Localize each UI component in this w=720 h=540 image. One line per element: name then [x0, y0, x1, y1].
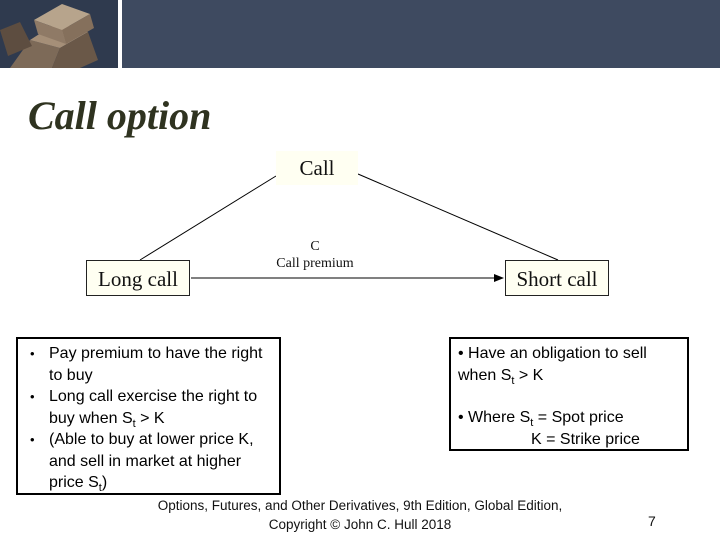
long-call-bullet-3-suffix: ): [101, 474, 108, 491]
short-call-bullet-2-line-2: K = Strike price: [531, 430, 640, 448]
long-call-bullet-3-text: (Able to buy at lower price K, and sell …: [49, 431, 254, 491]
premium-text: Call premium: [276, 256, 354, 271]
long-call-bullets: Pay premium to have the right to buy Lon…: [26, 343, 275, 494]
logo-image: [0, 0, 118, 68]
long-call-bullet-2-text: Long call exercise the right to buy when…: [49, 388, 258, 427]
call-node: Call: [276, 151, 358, 185]
long-call-bullet-1-text: Pay premium to have the right to buy: [49, 345, 263, 384]
footer-line-2: Copyright © John C. Hull 2018: [268, 517, 452, 532]
subscript-t: t: [132, 417, 136, 430]
long-call-node: Long call: [86, 260, 190, 296]
short-call-bullet-1-line-1: • Have an obligation to sell: [458, 345, 647, 362]
premium-symbol: C: [310, 239, 320, 254]
long-call-bullet-1: Pay premium to have the right to buy: [26, 343, 275, 386]
short-call-bullet-1-text: when S: [458, 366, 512, 384]
long-call-bullet-2: Long call exercise the right to buy when…: [26, 386, 275, 429]
short-call-bullet-2-suffix: = Spot price: [533, 409, 624, 426]
short-call-box: • Have an obligation to sell when St > K…: [449, 337, 689, 451]
connector-line-right: [357, 173, 559, 261]
bullet-spacer: [458, 386, 683, 407]
stacked-blocks-logo: [0, 0, 118, 68]
subscript-t: t: [98, 482, 102, 495]
short-call-bullet-1-suffix: > K: [514, 366, 544, 384]
long-call-box: Pay premium to have the right to buy Lon…: [16, 337, 281, 495]
short-call-bullet-2-text: • Where S: [458, 409, 531, 426]
subscript-t: t: [511, 374, 515, 387]
short-call-bullet-1-line-2: when St > K: [458, 365, 683, 387]
banner-divider: [118, 0, 122, 68]
long-call-bullet-3: (Able to buy at lower price K, and sell …: [26, 429, 275, 494]
footer-citation: Options, Futures, and Other Derivatives,…: [120, 496, 600, 534]
subscript-t: t: [530, 417, 534, 430]
long-call-bullet-2-suffix: > K: [135, 409, 165, 427]
premium-label: C Call premium: [258, 238, 372, 272]
page-number: 7: [648, 513, 656, 529]
short-call-bullet-2-line-1: • Where St = Spot price: [458, 407, 683, 429]
slide-title: Call option: [28, 93, 212, 138]
short-call-node: Short call: [505, 260, 609, 296]
footer-line-1: Options, Futures, and Other Derivatives,…: [157, 498, 563, 513]
connector-line-left: [139, 175, 277, 261]
